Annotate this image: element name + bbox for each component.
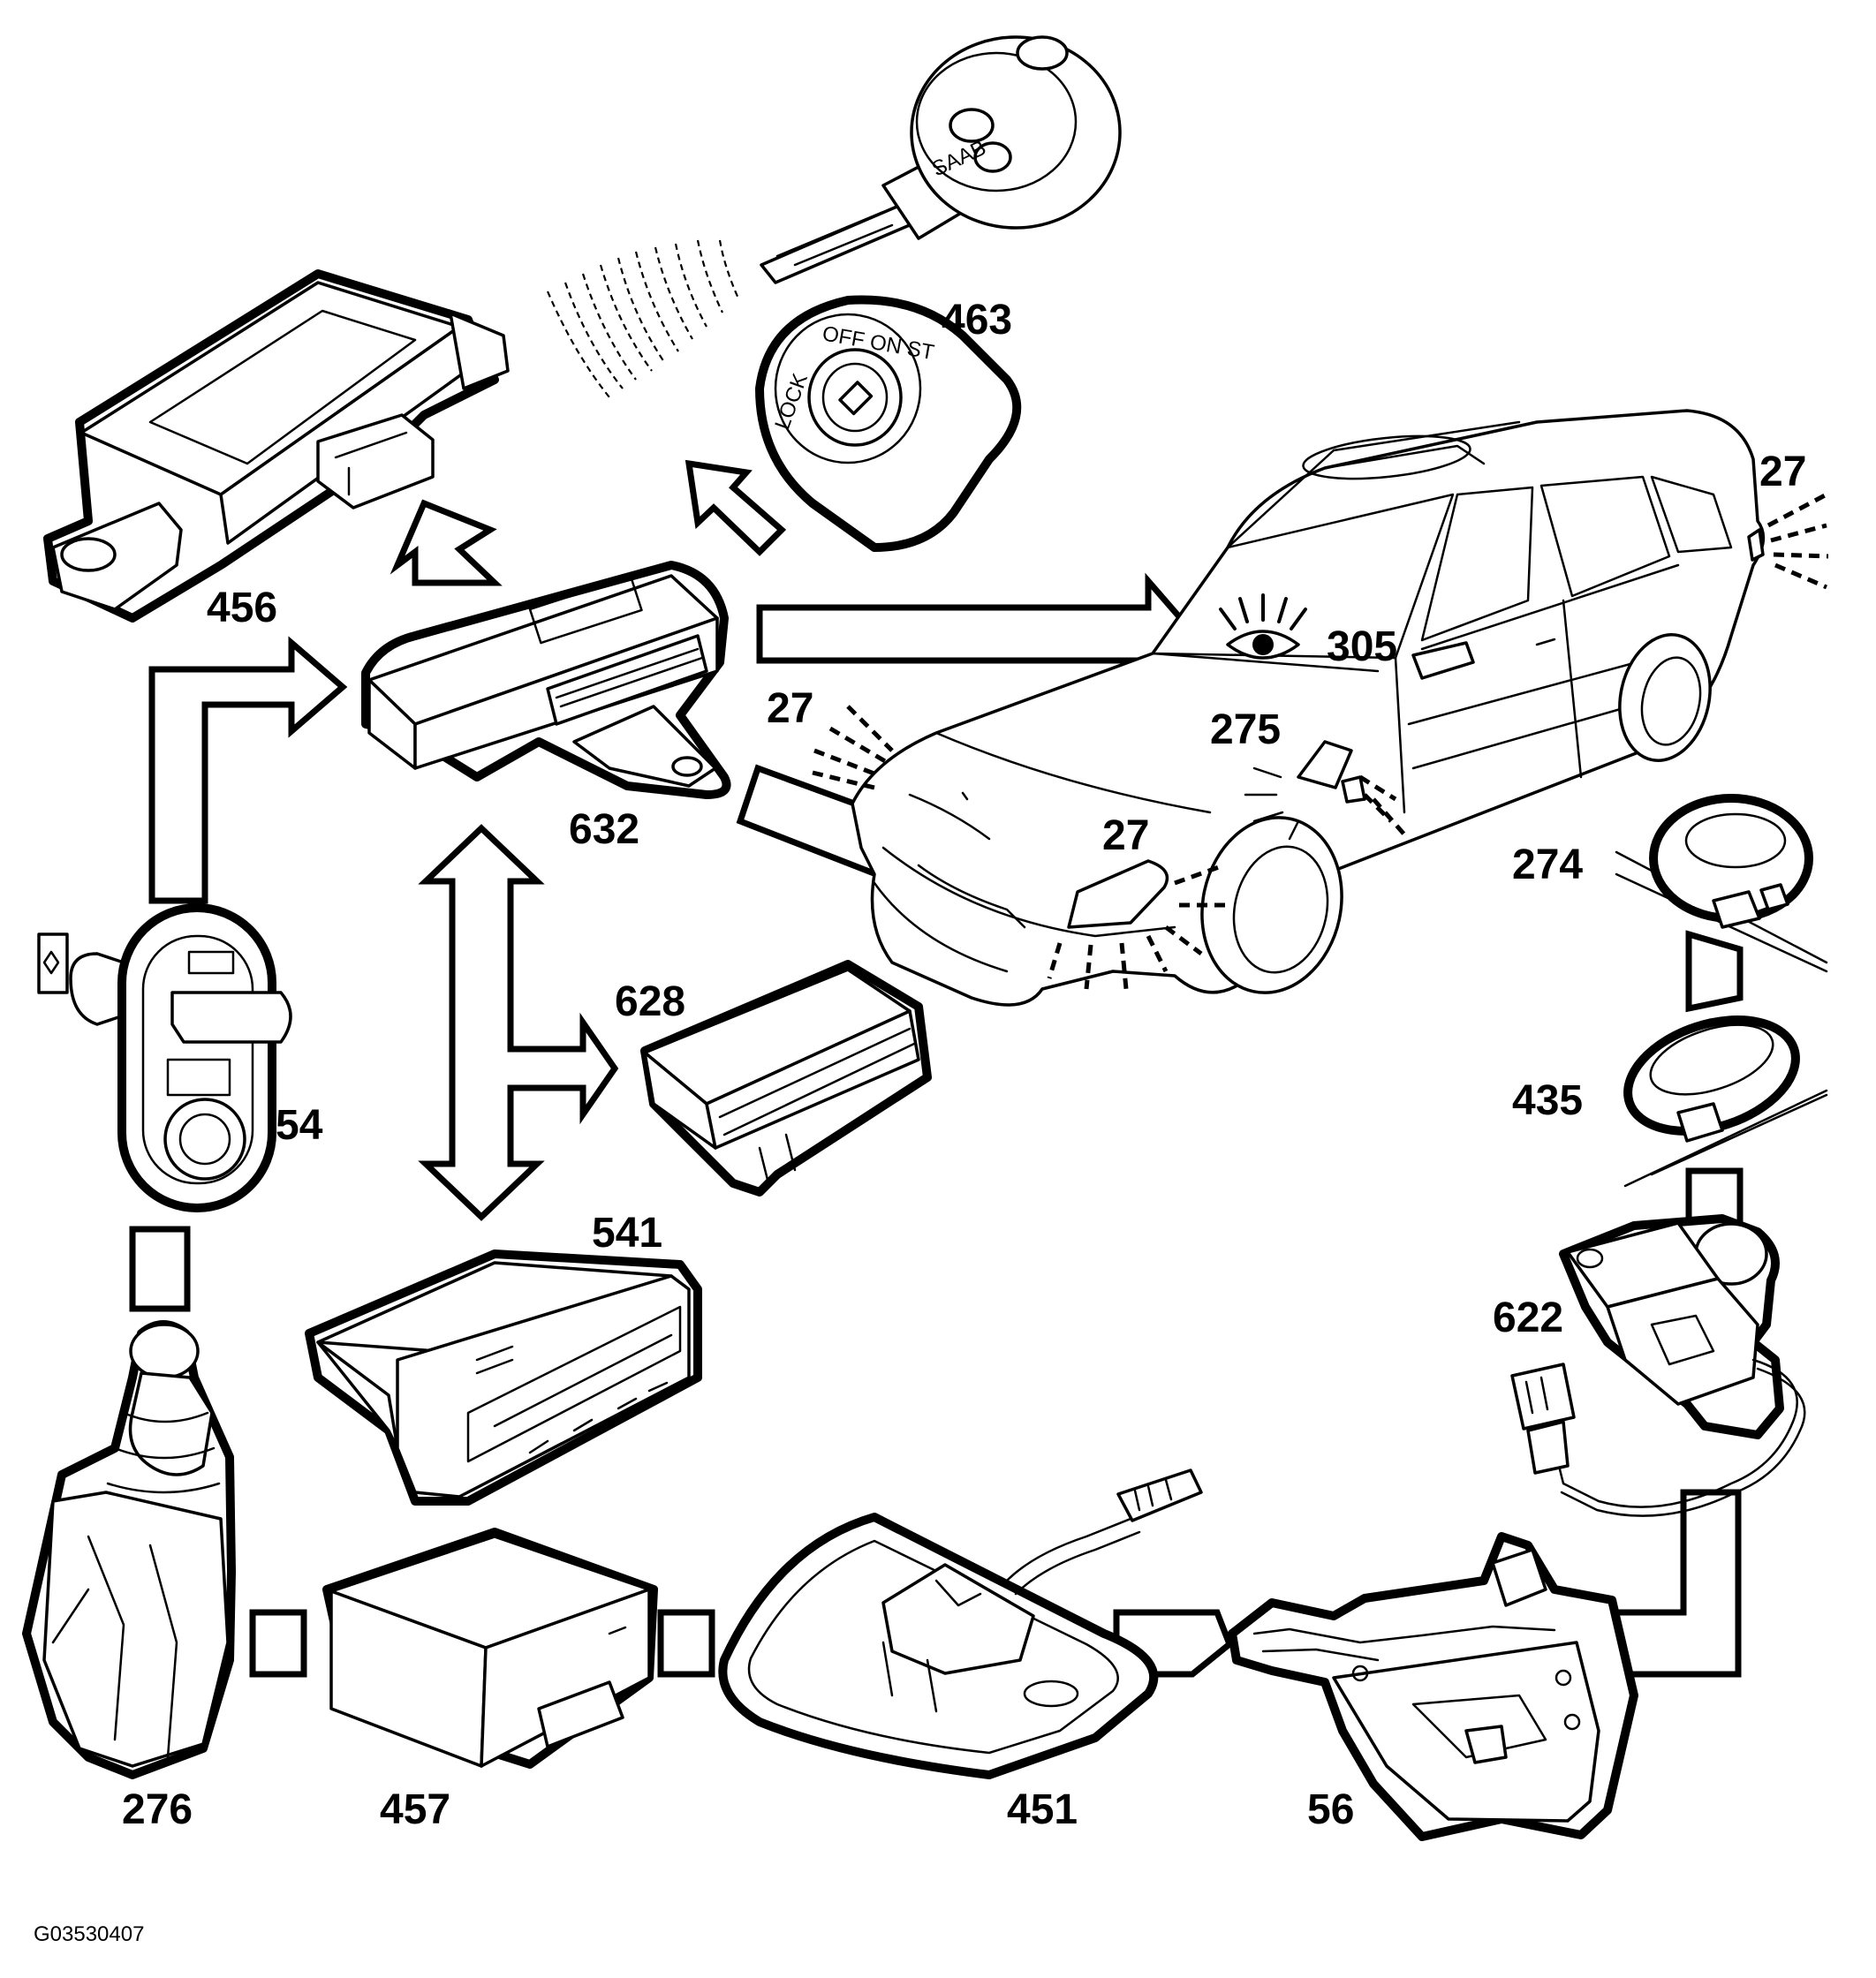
label-628: 628	[615, 978, 685, 1025]
display-module-541: 541	[305, 1210, 702, 1506]
label-622: 622	[1493, 1295, 1563, 1341]
signal-arrow-456-to-632	[390, 499, 503, 586]
link-457-451	[657, 1609, 715, 1678]
car-illustration	[851, 409, 1766, 1007]
link-435-274	[1685, 930, 1744, 1013]
link-54-276	[129, 1226, 191, 1312]
label-451: 451	[1007, 1786, 1078, 1833]
label-56: 56	[1307, 1786, 1354, 1833]
signal-arrow-463-to-632-b	[685, 459, 787, 556]
label-27-rear: 27	[1759, 449, 1806, 495]
label-275: 275	[1210, 706, 1281, 753]
gear-selector-276: 276	[22, 1320, 236, 1833]
label-27-front-left: 27	[767, 685, 813, 732]
bus-arrow-632-541-628	[418, 824, 619, 1221]
receiver-module-456: 456	[43, 269, 510, 631]
main-module-632: 632	[361, 561, 731, 853]
label-274: 274	[1512, 842, 1583, 888]
flash-lines-front-left: 27	[767, 685, 894, 790]
label-541: 541	[592, 1210, 662, 1257]
flash-lines-front-right: 27	[1047, 774, 1406, 990]
label-27-front-right: 27	[1102, 812, 1149, 859]
ignition-switch-463: LOCK OFF ON ST 463	[755, 295, 1022, 552]
link-276-457	[249, 1609, 307, 1678]
label-276: 276	[122, 1786, 193, 1833]
flash-lines-rear: 27	[1759, 449, 1829, 590]
radio-waves	[546, 239, 740, 398]
label-456: 456	[207, 585, 277, 631]
lock-cylinder-435: 435	[1512, 1015, 1828, 1188]
label-435: 435	[1512, 1077, 1583, 1124]
figure-code: G03530407	[34, 1922, 144, 1946]
label-463: 463	[942, 297, 1012, 344]
module-628: 628	[615, 960, 932, 1197]
door-switch-54: 54	[37, 903, 323, 1212]
label-305: 305	[1327, 623, 1397, 670]
label-632: 632	[569, 806, 639, 853]
overhead-unit-451: 451	[718, 1468, 1203, 1833]
trunk-motor-622: 622	[1493, 1214, 1806, 1517]
trunk-lock-56: 56	[1228, 1532, 1638, 1841]
hood-switch-275: 275	[1210, 706, 1366, 841]
module-457: 457	[322, 1528, 658, 1833]
signal-arrow-54-to-632	[148, 636, 348, 904]
label-457: 457	[380, 1786, 450, 1833]
indicator-light-305: 305	[1219, 593, 1397, 670]
label-54: 54	[276, 1102, 323, 1149]
key-fob: SAAB	[760, 35, 1122, 284]
lock-cylinder-274: 274	[1512, 794, 1828, 973]
